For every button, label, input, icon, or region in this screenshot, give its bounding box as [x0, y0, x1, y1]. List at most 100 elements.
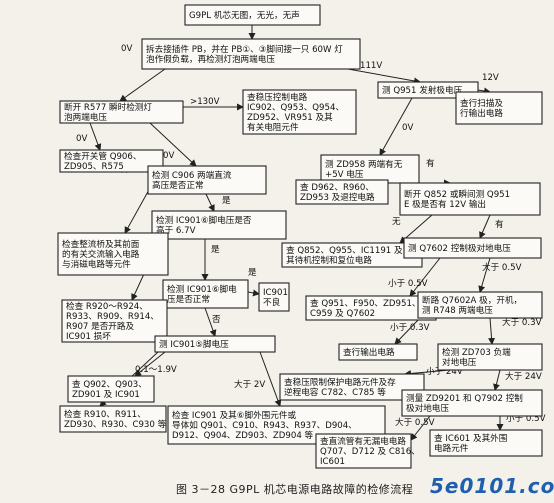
- edge-label: 有: [495, 218, 504, 230]
- flow-arrow-n26-n29: 大于 0.5V: [395, 415, 435, 441]
- flow-arrow-n2-n3: 111V: [347, 61, 421, 85]
- node-text-line: IC601: [320, 457, 345, 467]
- flow-node-n19: 检查 R920～R924、R933、R909、R914、R907 是否开路及IC…: [61, 299, 168, 343]
- node-box: [279, 373, 425, 401]
- node-text-line: 查行输出电路: [343, 346, 395, 358]
- node-text-line: 电路元件: [434, 442, 469, 454]
- node-text-line: 检查 R920～R924、: [66, 300, 148, 312]
- flow-node-n24: 查 Q902、Q903、ZD901 及 IC901: [67, 375, 155, 403]
- edge-label: 12V: [482, 73, 499, 83]
- node-text-line: ZD952、VR951 及其: [247, 112, 333, 123]
- node-text-line: 查 IC601 及其外围: [434, 432, 507, 444]
- node-box: [295, 179, 389, 205]
- node-box: [151, 210, 287, 240]
- flow-arrow-n2-n5: 0V: [119, 44, 166, 102]
- flow-node-n8: 检查开关管 Q906、ZD905、R575: [59, 149, 164, 173]
- node-text-line: R907 是否开路及: [66, 320, 134, 332]
- node-text-line: 查直流管有无漏电电路: [320, 435, 406, 447]
- flow-arrow-n14-n20: 大于 0.5V: [478, 257, 522, 293]
- edge-label: 大于 0.5V: [482, 261, 522, 273]
- node-box: [67, 375, 155, 403]
- node-box: [61, 299, 168, 343]
- node-box: [417, 291, 543, 319]
- node-text-line: 检查开关管 Q906、: [64, 150, 141, 162]
- node-text-line: 检测 IC901⑥脚电: [167, 283, 237, 295]
- edge-label: >130V: [190, 97, 220, 107]
- node-text-line: 导体如 Q901、C910、R943、R937、D904、: [172, 419, 357, 431]
- edge-label: 有: [426, 157, 435, 169]
- flow-node-n27: 检查 R910、R911、ZD930、R930、C930 等: [59, 405, 167, 433]
- flow-arrow-n3-n7: 0V: [379, 97, 413, 156]
- node-text-line: 行输出电路: [460, 107, 503, 119]
- node-box: [59, 149, 164, 173]
- node-text-line: Q707、D712 及 C816、: [320, 446, 420, 457]
- edge-label: 大于 24V: [505, 370, 542, 382]
- node-text-line: 泡两端电压: [64, 111, 107, 123]
- node-box: [338, 343, 418, 361]
- node-text-line: ZD905、R575: [64, 162, 124, 172]
- flow-arrow-n26-n30: 小于 0.5V: [496, 413, 546, 431]
- flow-arrow-n12-n16: 是: [201, 239, 220, 281]
- node-text-line: ZD901 及 IC901: [72, 389, 140, 400]
- flow-arrow-n9-n15: 否: [120, 164, 151, 234]
- node-box: [320, 154, 420, 184]
- edge-label: 小于 0.5V: [506, 413, 546, 424]
- edge-label: 小于 24V: [426, 366, 463, 377]
- node-box: [429, 429, 543, 457]
- edge-label: 无: [392, 216, 401, 227]
- edge-label: 小于 0.3V: [390, 322, 430, 333]
- node-box: [59, 100, 184, 124]
- node-text-line: 测 Q7602 控制极对地电压: [408, 242, 511, 254]
- node-box: [377, 81, 479, 99]
- flow-node-n2: 拆去接插件 PB，并在 PB①、③脚间接一只 60W 灯泡作假负载，再检测灯泡两…: [141, 38, 361, 70]
- edge-label: 大于 0.5V: [395, 416, 435, 428]
- node-text-line: 有关电阻元件: [247, 121, 299, 133]
- flow-node-n3: 测 Q951 发射极电压: [377, 81, 479, 99]
- node-text-line: 检查 IC901 及其⑥脚外围元件或: [172, 409, 296, 421]
- node-text-line: 查稳压限制保护电路元件及存: [284, 376, 396, 388]
- node-text-line: C959 及 Q7602: [310, 308, 375, 319]
- node-text-line: IC902、Q953、Q954、: [247, 103, 344, 113]
- node-text-line: 查 Q902、Q903、: [72, 378, 147, 390]
- flow-arrow-n20-n22: 小于 0.3V: [390, 317, 430, 345]
- edge-label: 0V: [121, 44, 132, 54]
- edge-label: 0V: [76, 134, 87, 144]
- node-box: [141, 38, 361, 70]
- edge-label: 0V: [163, 151, 174, 161]
- flow-node-n21: 测 IC901⑤脚电压: [154, 335, 276, 353]
- node-text-line: 极对地电压: [406, 402, 449, 414]
- flow-node-n14: 测 Q7602 控制极对地电压: [403, 237, 542, 259]
- node-text-line: 断开 R577 瞬时检测灯: [64, 101, 152, 113]
- node-text-line: 的有关交流输入电路: [62, 248, 140, 260]
- node-box: [399, 182, 541, 216]
- node-text-line: 检查 R910、R911、: [64, 408, 146, 420]
- node-text-line: 逆程电容 C782、C785 等: [284, 386, 386, 398]
- node-box: [258, 282, 290, 312]
- node-text-line: 对地电压: [442, 356, 477, 368]
- node-text-line: IC901 损坏: [66, 330, 111, 342]
- node-box: [315, 433, 412, 469]
- node-text-line: ZD930、R930、C930 等: [64, 418, 167, 430]
- flow-arrow-n20-n23: 大于 0.3V: [488, 316, 542, 345]
- flow-arrow-n23-n25: 小于 24V: [404, 366, 463, 377]
- edge-label: 大于 2V: [234, 378, 265, 390]
- node-box: [403, 237, 542, 259]
- flow-arrow-n9-n12: 是: [205, 193, 231, 212]
- edge-label: 111V: [360, 61, 382, 71]
- flow-arrow-n5-n6: >130V: [183, 97, 244, 111]
- flow-arrow-n5-n8: 0V: [76, 122, 102, 151]
- flow-node-n1: G9PL 机芯无图，无光，无声: [184, 4, 321, 26]
- figure-caption: 图 3－28 G9PL 机芯电源电路故障的检修流程: [176, 483, 414, 496]
- node-text-line: 拆去接插件 PB，并在 PB①、③脚间接一只 60W 灯: [146, 43, 343, 55]
- flow-arrow-n14-n18: 小于 0.5V: [388, 257, 441, 297]
- node-box: [59, 405, 167, 433]
- edge-label: 0.1～1.9V: [135, 365, 177, 375]
- flow-arrow-n23-n26: 大于 24V: [493, 369, 542, 391]
